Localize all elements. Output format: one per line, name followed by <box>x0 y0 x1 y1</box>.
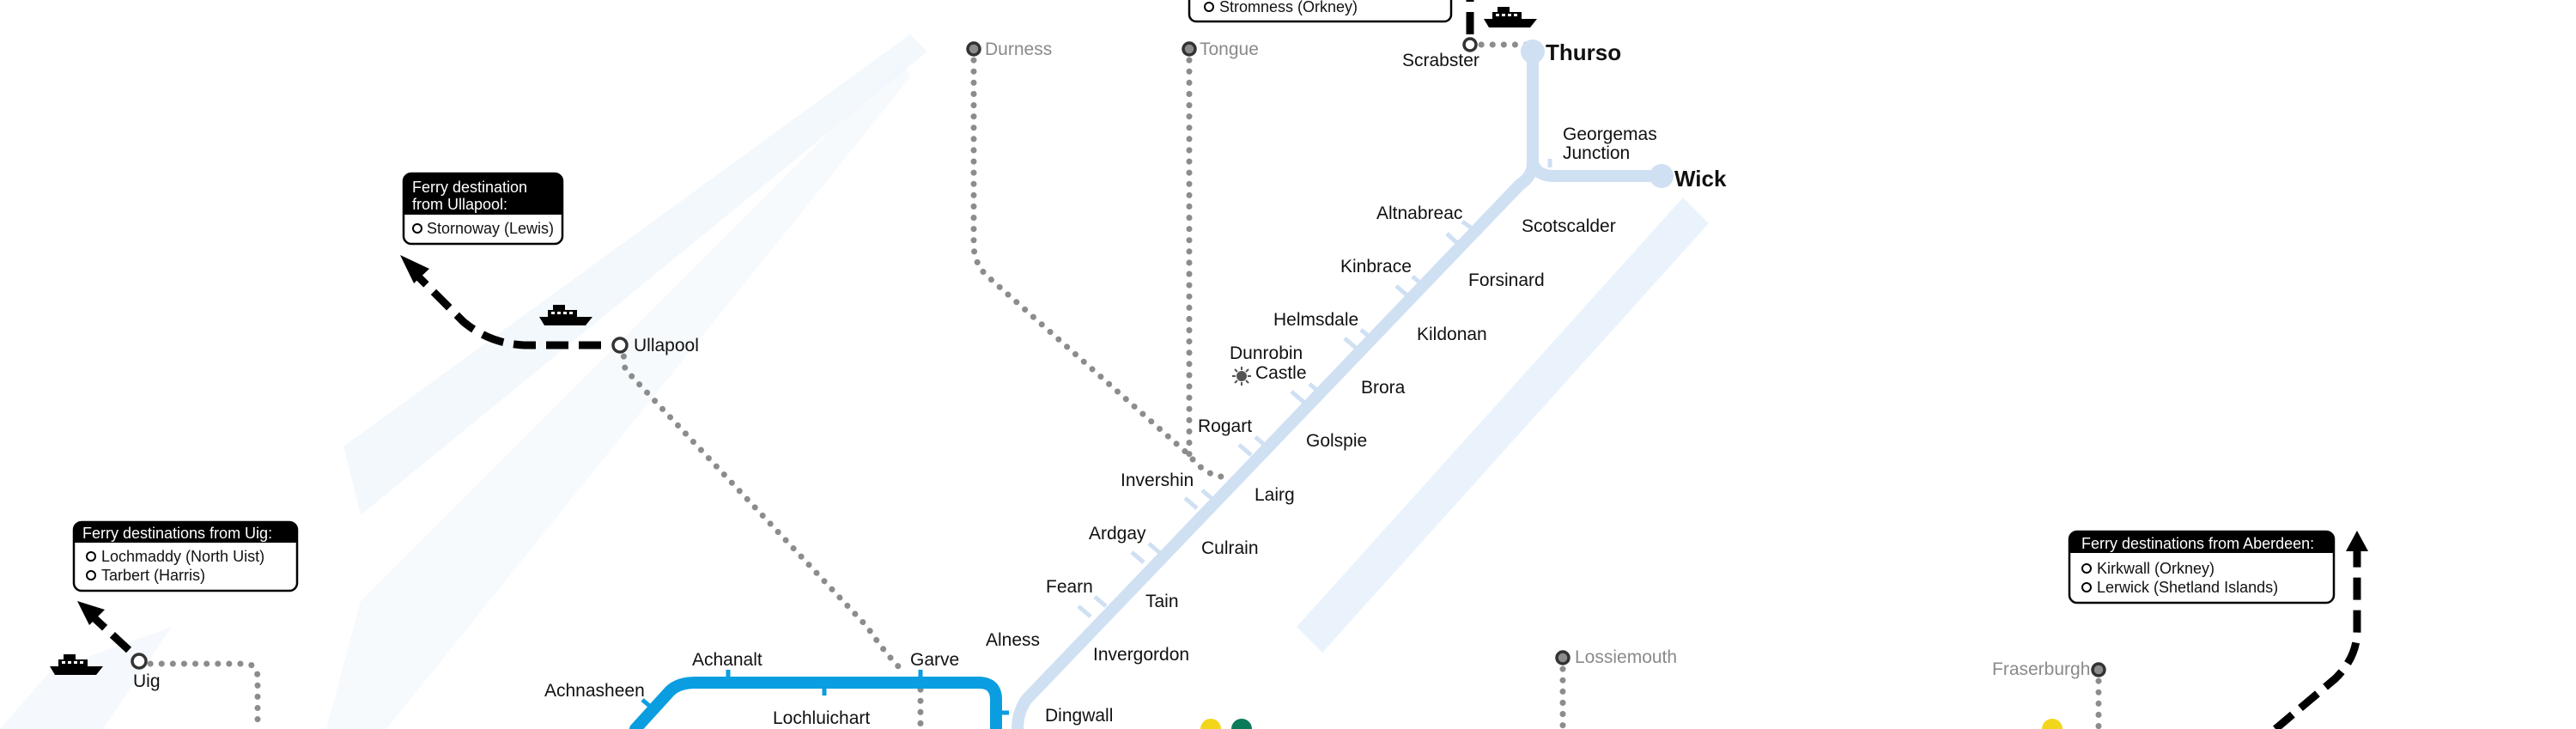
kyle-line <box>629 677 1002 729</box>
ferry-routes <box>91 0 2361 729</box>
station-label-garve[interactable]: Garve <box>910 650 959 670</box>
station-label-helmsdale[interactable]: Helmsdale <box>1273 310 1358 330</box>
station-label-alness[interactable]: Alness <box>986 630 1040 650</box>
station-label-lochluichart[interactable]: Lochluichart <box>773 708 870 728</box>
dotted-routes <box>136 41 2102 729</box>
ferry-box-ullapool-item: Stornoway (Lewis) <box>427 220 554 237</box>
station-label-achanalt[interactable]: Achanalt <box>692 650 762 670</box>
station-label-junction: Junction <box>1563 143 1630 163</box>
fraserburgh-marker <box>2091 662 2106 677</box>
station-label-scotscalder[interactable]: Scotscalder <box>1522 216 1616 236</box>
yellow-marker <box>1200 719 1221 729</box>
ferry-route-uig <box>91 615 132 653</box>
green-marker <box>1231 719 1252 729</box>
ferry-icon <box>1484 7 1537 27</box>
station-label-forsinard[interactable]: Forsinard <box>1468 270 1545 290</box>
ferry-route-aberdeen <box>2273 550 2361 729</box>
ferry-box-uig-item-1: Lochmaddy (North Uist) <box>101 548 264 565</box>
uig-marker <box>131 653 148 670</box>
ferry-route-ullapool <box>413 271 601 349</box>
scrabster-marker <box>1462 37 1478 52</box>
station-label-altnabreac[interactable]: Altnabreac <box>1376 204 1462 223</box>
bus-destination-labels: Durness Tongue Lossiemouth Fraserburgh <box>985 39 2090 679</box>
station-label-invershin[interactable]: Invershin <box>1121 471 1194 490</box>
station-label-rogart[interactable]: Rogart <box>1198 416 1252 436</box>
ferry-arrowheads <box>77 255 2368 625</box>
label-tongue: Tongue <box>1200 39 1259 59</box>
label-durness: Durness <box>985 39 1052 59</box>
yellow-marker <box>2042 719 2063 729</box>
station-ticks <box>1077 159 1552 618</box>
background-shading <box>0 34 1709 729</box>
durness-marker <box>966 41 981 57</box>
ferry-arrow-uig <box>77 601 105 625</box>
station-label-invergordon[interactable]: Invergordon <box>1093 645 1189 665</box>
station-label-ardgay[interactable]: Ardgay <box>1089 524 1146 544</box>
ferry-box-aberdeen-item-2: Lerwick (Shetland Islands) <box>2097 579 2278 596</box>
ferry-box-aberdeen: Ferry destinations from Aberdeen: Kirkwa… <box>2068 530 2336 604</box>
station-label-wick[interactable]: Wick <box>1674 166 1727 191</box>
station-label-golspie[interactable]: Golspie <box>1306 431 1367 451</box>
ferry-box-thurso: Stromness (Orkney) <box>1188 0 1453 23</box>
lossiemouth-marker <box>1555 650 1571 665</box>
station-label-uig[interactable]: Uig <box>133 671 161 691</box>
station-label-dunrobin[interactable]: Dunrobin <box>1230 343 1303 363</box>
kyle-line-ticks <box>641 670 1009 715</box>
ferry-box-uig-title: Ferry destinations from Uig: <box>82 525 272 542</box>
ferry-arrow-aberdeen <box>2346 531 2368 551</box>
station-labels: Thurso Wick Georgemas Junction Scrabster… <box>133 39 1727 728</box>
ferry-box-uig-item-2: Tarbert (Harris) <box>101 567 205 584</box>
station-label-achnasheen[interactable]: Achnasheen <box>544 681 645 701</box>
ferry-box-aberdeen-title: Ferry destinations from Aberdeen: <box>2081 535 2314 552</box>
station-label-dingwall[interactable]: Dingwall <box>1045 706 1113 726</box>
station-label-georgemas[interactable]: Georgemas <box>1563 125 1657 144</box>
ferry-box-ullapool: Ferry destination from Ullapool: Stornow… <box>402 172 564 246</box>
station-label-brora[interactable]: Brora <box>1361 378 1406 398</box>
tongue-marker <box>1182 41 1197 57</box>
station-label-culrain[interactable]: Culrain <box>1201 538 1259 558</box>
station-label-castle: Castle <box>1255 363 1307 383</box>
ullapool-marker <box>611 337 629 354</box>
label-fraserburgh: Fraserburgh <box>1992 659 2090 679</box>
station-label-fearn[interactable]: Fearn <box>1046 577 1093 597</box>
far-north-line <box>1012 47 1663 729</box>
wick-station-dot[interactable] <box>1649 164 1674 188</box>
station-label-lairg[interactable]: Lairg <box>1255 485 1295 505</box>
ferry-box-uig: Ferry destinations from Uig: Lochmaddy (… <box>72 520 299 592</box>
station-label-tain[interactable]: Tain <box>1145 592 1179 611</box>
ferry-box-aberdeen-item-1: Kirkwall (Orkney) <box>2097 560 2215 577</box>
ferry-arrow-ullapool <box>400 255 429 283</box>
station-label-kildonan[interactable]: Kildonan <box>1417 325 1487 344</box>
label-lossiemouth: Lossiemouth <box>1575 647 1677 667</box>
ferry-box-thurso-item: Stromness (Orkney) <box>1219 0 1358 15</box>
ferry-box-ullapool-title-2: from Ullapool: <box>412 196 507 213</box>
thurso-station-dot[interactable] <box>1521 39 1545 64</box>
station-label-thurso[interactable]: Thurso <box>1546 39 1621 65</box>
station-label-ullapool[interactable]: Ullapool <box>634 336 699 355</box>
route-ullapool-garve <box>619 342 905 673</box>
station-label-kinbrace[interactable]: Kinbrace <box>1340 257 1412 276</box>
castle-attraction-icon <box>1232 367 1251 386</box>
station-label-scrabster[interactable]: Scrabster <box>1402 51 1479 70</box>
endpoint-markers <box>131 37 2106 677</box>
route-durness <box>970 46 1231 480</box>
ferry-box-ullapool-title-1: Ferry destination <box>412 179 527 196</box>
